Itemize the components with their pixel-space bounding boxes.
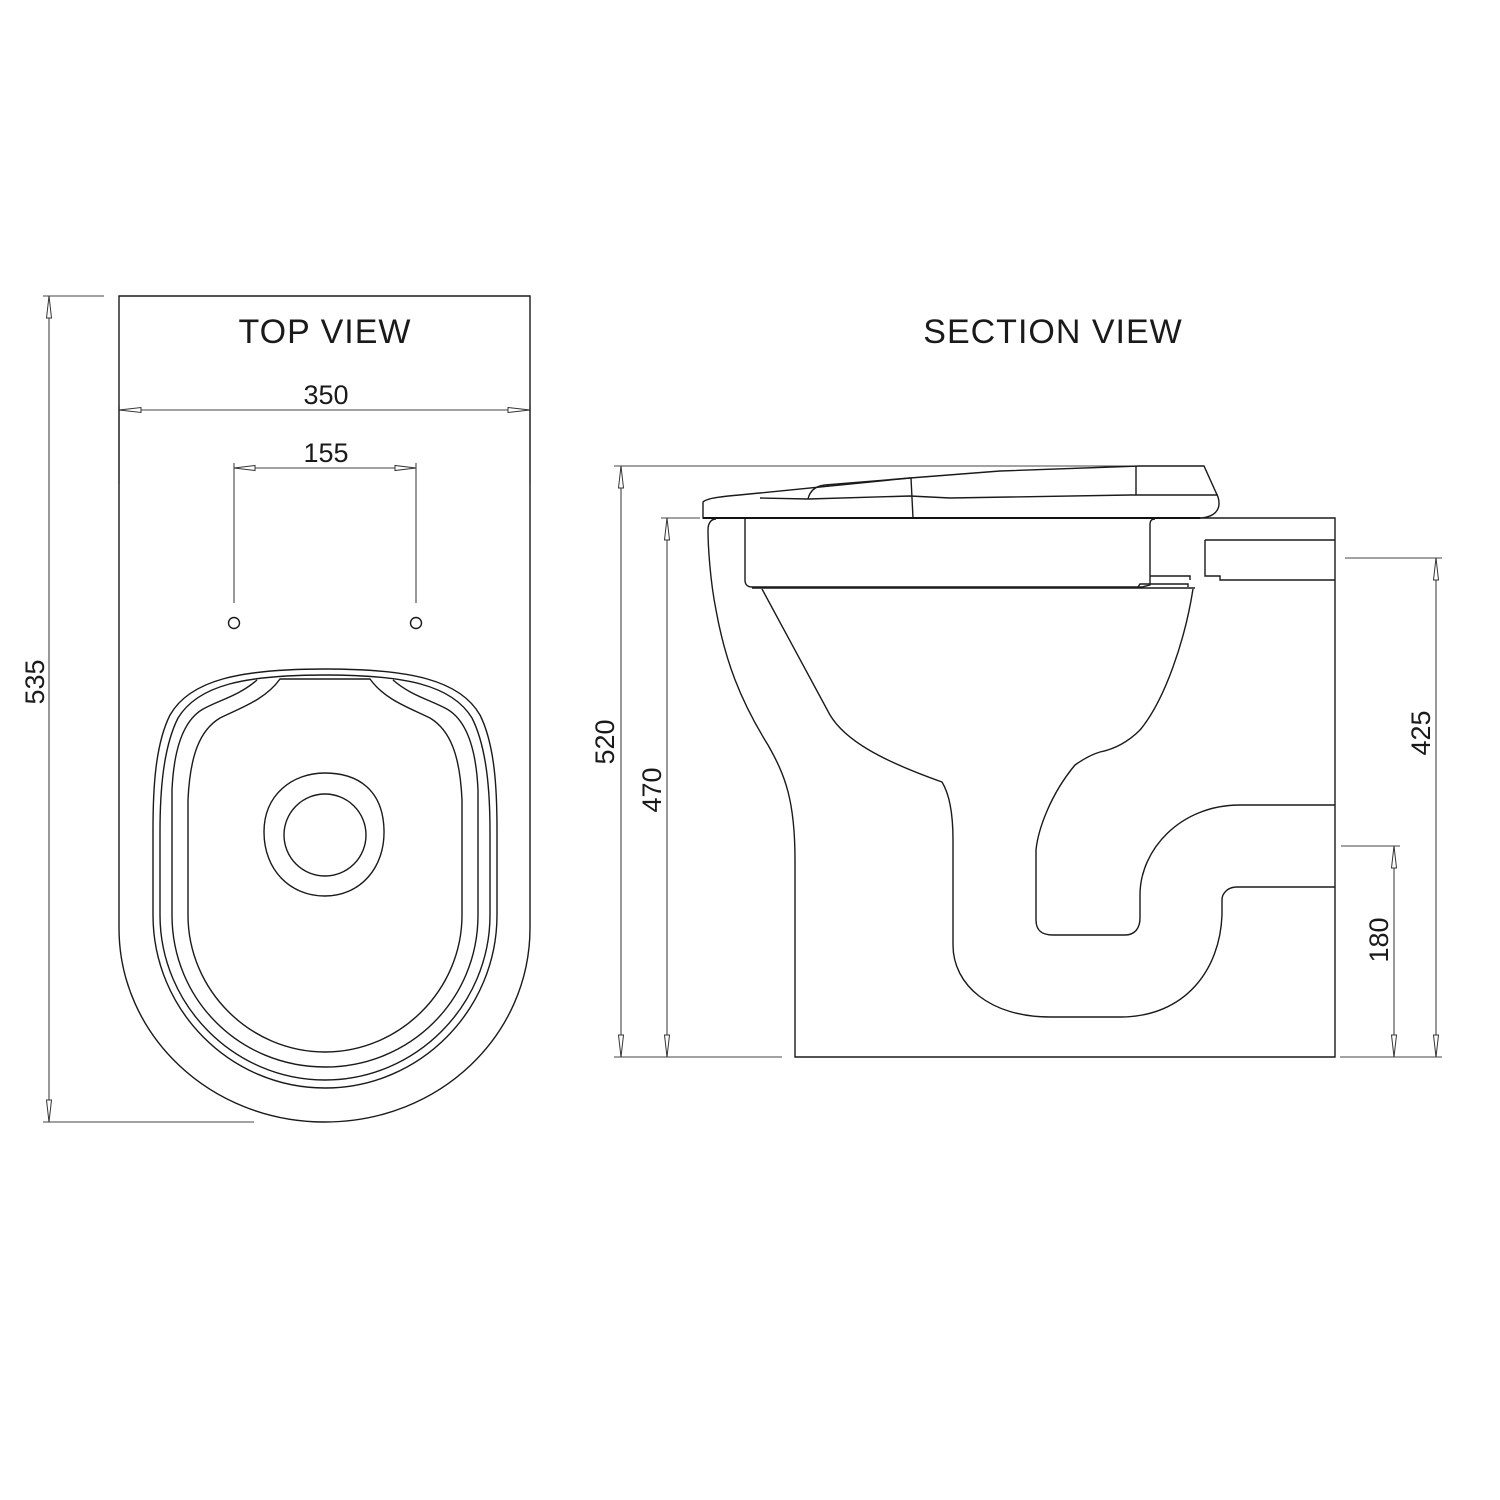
rim-outer [152,668,498,1089]
toilet-seat-lid [702,465,1220,519]
bowl-inner [187,678,463,1053]
dimension-fixing-holes: 155 [233,438,417,603]
dimension-label-535: 535 [20,659,50,704]
pan-outline [118,295,531,1123]
top-view: TOP VIEW 350 155 535 [20,295,531,1123]
dimension-label-520: 520 [590,719,620,764]
dimension-label-180: 180 [1364,917,1394,962]
dimension-overall-length: 535 [20,295,254,1123]
dimension-rim-height: 470 [637,517,700,1058]
dimension-overall-width: 350 [118,380,531,484]
dimension-label-425: 425 [1406,710,1436,755]
rim-line-3 [171,679,479,1068]
toilet-pan-body [707,517,1336,1058]
dimension-label-155: 155 [303,438,348,468]
fixing-hole-right [409,616,423,630]
section-view: SECTION VIEW 520 470 425 [590,313,1442,1058]
dimension-outlet-center-height: 180 [1341,845,1400,1058]
rim-line-2 [159,674,491,1081]
dimension-outlet-top-height: 425 [1340,557,1442,1058]
outlet-outer-ring [263,772,385,897]
dimension-label-470: 470 [637,767,667,812]
outlet-inner-ring [283,793,367,877]
dimension-label-350: 350 [303,380,348,410]
section-view-title: SECTION VIEW [923,313,1182,351]
top-view-title: TOP VIEW [238,313,411,351]
dimension-height-with-seat: 520 [590,465,1140,1058]
fixing-hole-left [227,616,241,630]
